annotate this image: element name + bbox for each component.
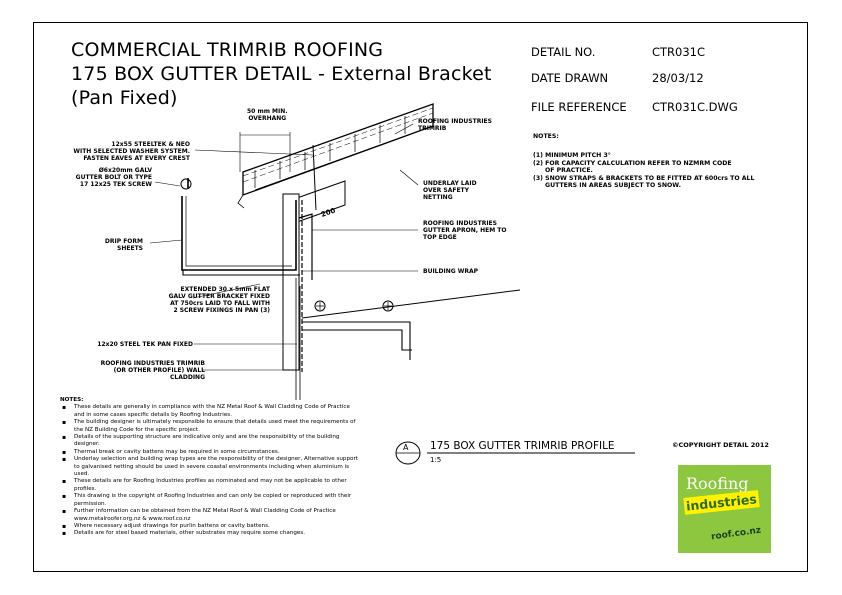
label-cladding: ROOFING INDUSTRIES TRIMRIB (OR OTHER PRO… (101, 360, 205, 381)
notes-bottom-item: Further information can be obtained from… (60, 508, 360, 523)
notes-bottom-item: Underlay selection and building wrap typ… (60, 456, 360, 478)
notes-right-4: (3) SNOW STRAPS & BRACKETS TO BE FITTED … (533, 174, 755, 182)
notes-right-5: GUTTERS IN AREAS SUBJECT TO SNOW. (545, 182, 681, 189)
overhang-text: 50 mm MIN. OVERHANG (247, 108, 288, 122)
leader-underlay (399, 169, 419, 186)
eaves-purlin (301, 289, 521, 319)
label-bolt: Ø6x20mm GALV GUTTER BOLT OR TYPE 17 12x2… (76, 167, 152, 188)
bolt-2 (382, 300, 394, 312)
notes-right-3: OF PRACTICE. (545, 167, 593, 174)
logo-url: roof.co.nz (710, 525, 762, 543)
label-overhang: 50 mm MIN. OVERHANG (247, 108, 288, 122)
wrap-text: BUILDING WRAP (423, 268, 479, 275)
notes-bottom-list: These details are generally in complianc… (60, 404, 360, 538)
meta-detail-no-value: CTR031C (652, 45, 706, 59)
underlay (254, 126, 431, 191)
label-steeltek: 12x55 STEELTEK & NEO WITH SELECTED WASHE… (73, 141, 190, 162)
roofing-industries-logo: Roofing industries roof.co.nz (678, 465, 771, 553)
gutter-apron (298, 213, 313, 280)
title-line-2: 175 BOX GUTTER DETAIL - External Bracket (71, 63, 492, 85)
box-gutter-inner (185, 196, 292, 267)
leader-roofing (394, 123, 414, 135)
bracket-text: EXTENDED 30 x 5mm FLAT GALV GUTTER BRACK… (168, 286, 270, 314)
bolt-1 (314, 300, 326, 312)
notes-bottom-item: Where necessary adjust drawings for purl… (60, 523, 360, 531)
underlay-text: UNDERLAY LAID OVER SAFETY NETTING (423, 180, 477, 201)
notes-bottom-item: This drawing is the copyright of Roofing… (60, 493, 360, 508)
leader-bracket (192, 283, 261, 299)
notes-right-heading: NOTES: (533, 133, 559, 140)
notes-bottom-item: These details are generally in complianc… (60, 404, 360, 419)
copyright: ©COPYRIGHT DETAIL 2012 (672, 441, 769, 449)
notes-right-2: (2) FOR CAPACITY CALCULATION REFER TO NZ… (533, 159, 732, 167)
tek-text: 12x20 STEEL TEK PAN FIXED (97, 341, 193, 348)
notes-bottom-item: The building designer is ultimately resp… (60, 419, 360, 434)
title-line-1: COMMERCIAL TRIMRIB ROOFING (71, 39, 384, 61)
notes-bottom-heading: NOTES: (60, 397, 84, 403)
meta-file-key: FILE REFERENCE (531, 100, 627, 114)
notes-bottom-item: These details are for Roofing Industries… (60, 478, 360, 493)
title-line-3: (Pan Fixed) (71, 87, 178, 109)
roof-ribs (254, 116, 406, 188)
label-bracket: EXTENDED 30 x 5mm FLAT GALV GUTTER BRACK… (169, 286, 270, 314)
leader-bolt (154, 181, 181, 187)
profile-marker: A (403, 443, 409, 452)
drip-text: DRIP FORM SHEETS (104, 238, 143, 252)
notes-right-1: (1) MINIMUM PITCH 3° (533, 152, 611, 159)
meta-detail-no-key: DETAIL NO. (531, 45, 596, 59)
gutter-bead (180, 178, 192, 190)
notes-bottom-item: Thermal break or cavity battens may be r… (60, 449, 360, 457)
gutter-bracket (182, 270, 300, 276)
drip-edge (237, 194, 245, 209)
label-tek: 12x20 STEEL TEK PAN FIXED (97, 341, 193, 348)
meta-date-key: DATE DRAWN (531, 71, 609, 85)
profile-scale: 1:5 (430, 456, 442, 464)
notes-bottom: NOTES: These details are generally in co… (60, 397, 360, 538)
label-drip: DRIP FORM SHEETS (105, 238, 143, 252)
wall-cladding (295, 278, 301, 400)
steel-beam (302, 321, 412, 360)
label-wrap: BUILDING WRAP (423, 268, 478, 275)
leader-drip (149, 239, 183, 244)
steeltek-text: 12x55 STEELTEK & NEO WITH SELECTED WASHE… (73, 141, 190, 162)
roof-sheet (242, 103, 434, 196)
drawing-frame (33, 22, 808, 572)
profile-title: 175 BOX GUTTER TRIMRIB PROFILE (430, 440, 615, 452)
label-underlay: UNDERLAY LAID OVER SAFETY NETTING (423, 180, 477, 201)
notes-bottom-item: Details of the supporting structure are … (60, 434, 360, 449)
roof-hatch (242, 107, 434, 183)
apron-text: ROOFING INDUSTRIES GUTTER APRON, HEM TO … (423, 220, 507, 241)
leader-steeltek (194, 149, 314, 156)
bolt-text: Ø6x20mm GALV GUTTER BOLT OR TYPE 17 12x2… (75, 167, 152, 188)
eaves-fastener (312, 144, 317, 211)
meta-date-value: 28/03/12 (652, 71, 704, 85)
logo-word-roofing: Roofing (686, 474, 749, 493)
label-apron: ROOFING INDUSTRIES GUTTER APRON, HEM TO … (423, 220, 506, 241)
box-gutter (181, 178, 297, 271)
meta-file-value: CTR031C.DWG (652, 100, 738, 114)
roofing-text: ROOFING INDUSTRIES TRIMRIB (418, 118, 492, 132)
logo-word-industries: industries (683, 490, 760, 515)
notes-bottom-item: Details are for steel based materials, o… (60, 530, 360, 538)
label-roofing: ROOFING INDUSTRIES TRIMRIB (418, 118, 492, 132)
cladding-text: ROOFING INDUSTRIES TRIMRIB (OR OTHER PRO… (100, 360, 205, 381)
